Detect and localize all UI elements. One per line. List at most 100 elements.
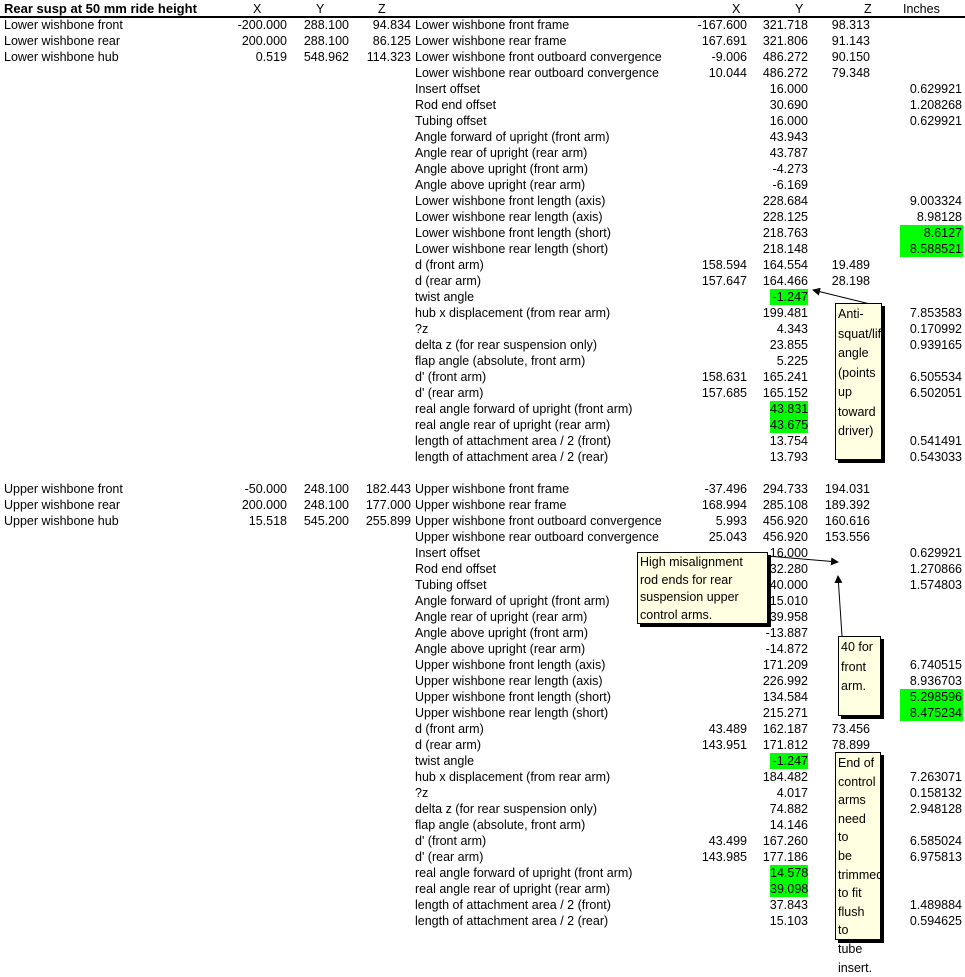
cell-y[interactable]: 215.271	[762, 706, 808, 720]
cell-x[interactable]: -50.000	[244, 482, 287, 496]
row-label[interactable]: d (front arm)	[415, 722, 484, 736]
cell-z[interactable]: 153.556	[824, 530, 870, 544]
cell-y[interactable]: 545.200	[303, 514, 349, 528]
row-label[interactable]: twist angle	[415, 290, 475, 304]
row-label[interactable]: Lower wishbone rear length (axis)	[415, 210, 603, 224]
cell-y[interactable]: 162.187	[762, 722, 808, 736]
cell-y[interactable]: 14.146	[769, 818, 808, 832]
row-label[interactable]: hub x displacement (from rear arm)	[415, 306, 611, 320]
row-label[interactable]: Lower wishbone rear outboard convergence	[415, 66, 659, 80]
cell-inches-highlighted[interactable]: 5.298596	[900, 689, 963, 705]
row-label[interactable]: Angle rear of upright (rear arm)	[415, 146, 588, 160]
row-label[interactable]: delta z (for rear suspension only)	[415, 338, 598, 352]
cell-inches[interactable]: 6.740515	[909, 658, 962, 672]
cell-x[interactable]: -167.600	[697, 18, 747, 32]
cell-z[interactable]: 28.198	[831, 274, 870, 288]
cell-inches[interactable]: 8.936703	[909, 674, 962, 688]
cell-y[interactable]: 5.225	[776, 354, 808, 368]
cell-z[interactable]: 98.313	[831, 18, 870, 32]
cell-inches-highlighted[interactable]: 8.6127	[900, 225, 963, 241]
cell-y[interactable]: 294.733	[762, 482, 808, 496]
cell-y[interactable]: 74.882	[769, 802, 808, 816]
cell-inches-highlighted[interactable]: 8.588521	[900, 241, 963, 257]
row-label[interactable]: Upper wishbone front outboard convergenc…	[415, 514, 662, 528]
cell-y[interactable]: 486.272	[762, 66, 808, 80]
cell-inches[interactable]: 0.158132	[909, 786, 962, 800]
row-label[interactable]: twist angle	[415, 754, 475, 768]
row-label[interactable]: Upper wishbone front frame	[415, 482, 570, 496]
cell-z[interactable]: 160.616	[824, 514, 870, 528]
cell-y[interactable]: -13.887	[765, 626, 808, 640]
cell-inches[interactable]: 9.003324	[909, 194, 962, 208]
cell-x[interactable]: 43.489	[708, 722, 747, 736]
cell-y[interactable]: 164.466	[762, 274, 808, 288]
cell-y[interactable]: 164.554	[762, 258, 808, 272]
cell-inches[interactable]: 0.594625	[909, 914, 962, 928]
cell-z[interactable]: 177.000	[365, 498, 411, 512]
cell-inches[interactable]: 6.975813	[909, 850, 962, 864]
cell-y[interactable]: 456.920	[762, 514, 808, 528]
cell-y[interactable]: 16.000	[769, 114, 808, 128]
cell-inches[interactable]: 1.270866	[909, 562, 962, 576]
row-label[interactable]: Angle rear of upright (rear arm)	[415, 610, 588, 624]
row-label[interactable]: length of attachment area / 2 (rear)	[415, 450, 609, 464]
row-label[interactable]: hub x displacement (from rear arm)	[415, 770, 611, 784]
cell-y[interactable]: 248.100	[303, 482, 349, 496]
cell-y[interactable]: 4.343	[776, 322, 808, 336]
cell-x[interactable]: 158.631	[701, 370, 747, 384]
cell-z[interactable]: 90.150	[831, 50, 870, 64]
row-label[interactable]: d' (front arm)	[415, 834, 487, 848]
cell-y[interactable]: 288.100	[303, 18, 349, 32]
row-label[interactable]: flap angle (absolute, front arm)	[415, 818, 586, 832]
cell-x[interactable]: 10.044	[708, 66, 747, 80]
cell-y[interactable]: 218.763	[762, 226, 808, 240]
cell-y[interactable]: -6.169	[772, 178, 808, 192]
cell-y[interactable]: -4.273	[772, 162, 808, 176]
cell-x[interactable]: -9.006	[711, 50, 747, 64]
cell-y[interactable]: 16.000	[769, 546, 808, 560]
row-label[interactable]: Lower wishbone front frame	[415, 18, 570, 32]
cell-x[interactable]: 200.000	[241, 498, 287, 512]
cell-y[interactable]: 15.010	[769, 594, 808, 608]
cell-inches[interactable]: 0.629921	[909, 114, 962, 128]
cell-y-highlighted[interactable]: 39.098	[770, 881, 809, 897]
row-label[interactable]: real angle rear of upright (rear arm)	[415, 418, 611, 432]
cell-x[interactable]: 157.685	[701, 386, 747, 400]
cell-x[interactable]: 157.647	[701, 274, 747, 288]
cell-y[interactable]: 288.100	[303, 34, 349, 48]
row-label[interactable]: Angle above upright (front arm)	[415, 626, 589, 640]
row-label[interactable]: real angle forward of upright (front arm…	[415, 402, 633, 416]
row-label[interactable]: Lower wishbone front	[4, 18, 123, 32]
cell-y[interactable]: 248.100	[303, 498, 349, 512]
cell-inches[interactable]: 1.489884	[909, 898, 962, 912]
cell-x[interactable]: 168.994	[701, 498, 747, 512]
cell-inches[interactable]: 7.263071	[909, 770, 962, 784]
cell-inches[interactable]: 6.505534	[909, 370, 962, 384]
cell-y[interactable]: 165.152	[762, 386, 808, 400]
row-label[interactable]: real angle rear of upright (rear arm)	[415, 882, 611, 896]
cell-y-highlighted[interactable]: 14.578	[770, 865, 809, 881]
cell-x[interactable]: 43.499	[708, 834, 747, 848]
cell-y[interactable]: 15.103	[769, 914, 808, 928]
cell-inches[interactable]: 0.541491	[909, 434, 962, 448]
cell-y[interactable]: 321.806	[762, 34, 808, 48]
row-label[interactable]: Lower wishbone front outboard convergenc…	[415, 50, 662, 64]
row-label[interactable]: Upper wishbone hub	[4, 514, 119, 528]
row-label[interactable]: d' (rear arm)	[415, 850, 484, 864]
cell-y[interactable]: 548.962	[303, 50, 349, 64]
row-label[interactable]: Angle above upright (rear arm)	[415, 642, 586, 656]
row-label[interactable]: flap angle (absolute, front arm)	[415, 354, 586, 368]
row-label[interactable]: Lower wishbone rear length (short)	[415, 242, 609, 256]
cell-y[interactable]: 199.481	[762, 306, 808, 320]
cell-x[interactable]: 25.043	[708, 530, 747, 544]
row-label[interactable]: d (rear arm)	[415, 274, 481, 288]
cell-z[interactable]: 73.456	[831, 722, 870, 736]
row-label[interactable]: Lower wishbone front length (short)	[415, 226, 611, 240]
row-label[interactable]: d (rear arm)	[415, 738, 481, 752]
cell-x[interactable]: 167.691	[701, 34, 747, 48]
cell-x[interactable]: -200.000	[237, 18, 287, 32]
row-label[interactable]: Tubing offset	[415, 578, 487, 592]
